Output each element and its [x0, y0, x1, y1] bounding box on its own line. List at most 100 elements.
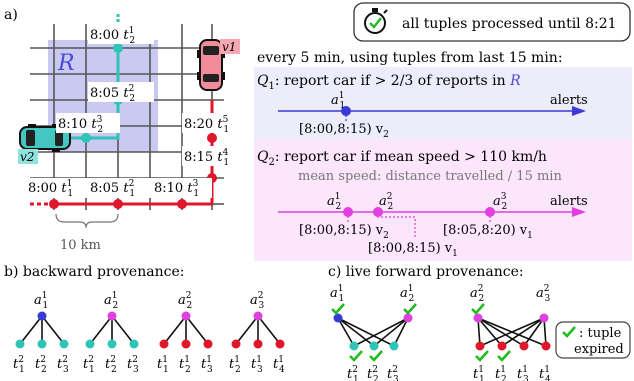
q2-speed-note: mean speed: distance travelled / 15 min	[298, 169, 562, 184]
expired-check-icon	[403, 303, 417, 315]
legend-box	[555, 321, 631, 359]
tuple-node	[497, 341, 507, 351]
panel-c-title: c) live forward provenance:	[328, 264, 524, 280]
tuple-t2-3-dot	[81, 133, 91, 143]
q2-alerts-label: alerts	[550, 194, 588, 209]
q1-alerts-label: alerts	[550, 93, 588, 108]
q2-timeline	[278, 207, 586, 238]
tuple-node	[129, 339, 139, 349]
tuple-t1-5-dot	[207, 133, 217, 143]
alert-node	[37, 311, 47, 321]
tuple-node	[59, 339, 69, 349]
alert-node	[539, 313, 549, 323]
tuple-t1-3-dot	[177, 199, 187, 209]
alert-node	[403, 313, 413, 323]
tuple-node	[85, 339, 95, 349]
alert-node	[333, 313, 343, 323]
status-text: all tuples processed until 8:21	[402, 16, 617, 32]
q2-window-3: [8:05,8:20) v1	[443, 223, 533, 241]
expired-check-icon	[475, 350, 489, 362]
expired-check-icon	[349, 350, 363, 362]
tuple-node	[253, 339, 263, 349]
scale-brace	[55, 213, 119, 229]
q1-box	[254, 67, 632, 139]
tuple-node	[369, 341, 379, 351]
alert-a2-3-dot	[485, 207, 495, 217]
status-box	[353, 2, 631, 42]
legend-line-1: : tuple	[579, 326, 622, 341]
car-v2-label: v2	[20, 150, 34, 164]
alert-node	[181, 311, 191, 321]
alert-node	[473, 313, 483, 323]
stopwatch-icon	[364, 8, 388, 34]
scale-label: 10 km	[60, 238, 101, 253]
tuple-node	[37, 339, 47, 349]
tuple-node	[159, 339, 169, 349]
q2-text: Q2: report car if mean speed > 110 km/h	[257, 149, 547, 168]
tuple-node	[389, 341, 399, 351]
tuple-t2-1-dot	[113, 43, 123, 53]
tuple-node	[107, 339, 117, 349]
tuple-node	[203, 339, 213, 349]
expired-check-icon	[497, 350, 511, 362]
car-v1-label: v1	[222, 40, 236, 54]
q1-window: [8:00,8:15) v2	[299, 122, 389, 140]
alert-node	[107, 311, 117, 321]
tuple-node	[15, 339, 25, 349]
tuple-node	[349, 341, 359, 351]
tuple-node	[181, 339, 191, 349]
q2-window-1: [8:00,8:15) v2	[299, 223, 389, 241]
q1-timeline	[278, 106, 586, 122]
tuple-node	[541, 341, 551, 351]
check-icon	[562, 326, 576, 338]
legend-line-2: expired	[574, 342, 624, 357]
q2-window-2: [8:00,8:15) v1	[368, 241, 458, 259]
expired-check-icon	[331, 303, 345, 315]
tuple-t1-1-dot	[49, 199, 59, 209]
tuple-node	[231, 339, 241, 349]
alert-a2-2-dot	[373, 207, 383, 217]
expired-check-icon	[471, 303, 485, 315]
car-v2-icon	[19, 124, 71, 152]
q2-box	[254, 139, 632, 261]
region-label: R	[57, 51, 75, 76]
